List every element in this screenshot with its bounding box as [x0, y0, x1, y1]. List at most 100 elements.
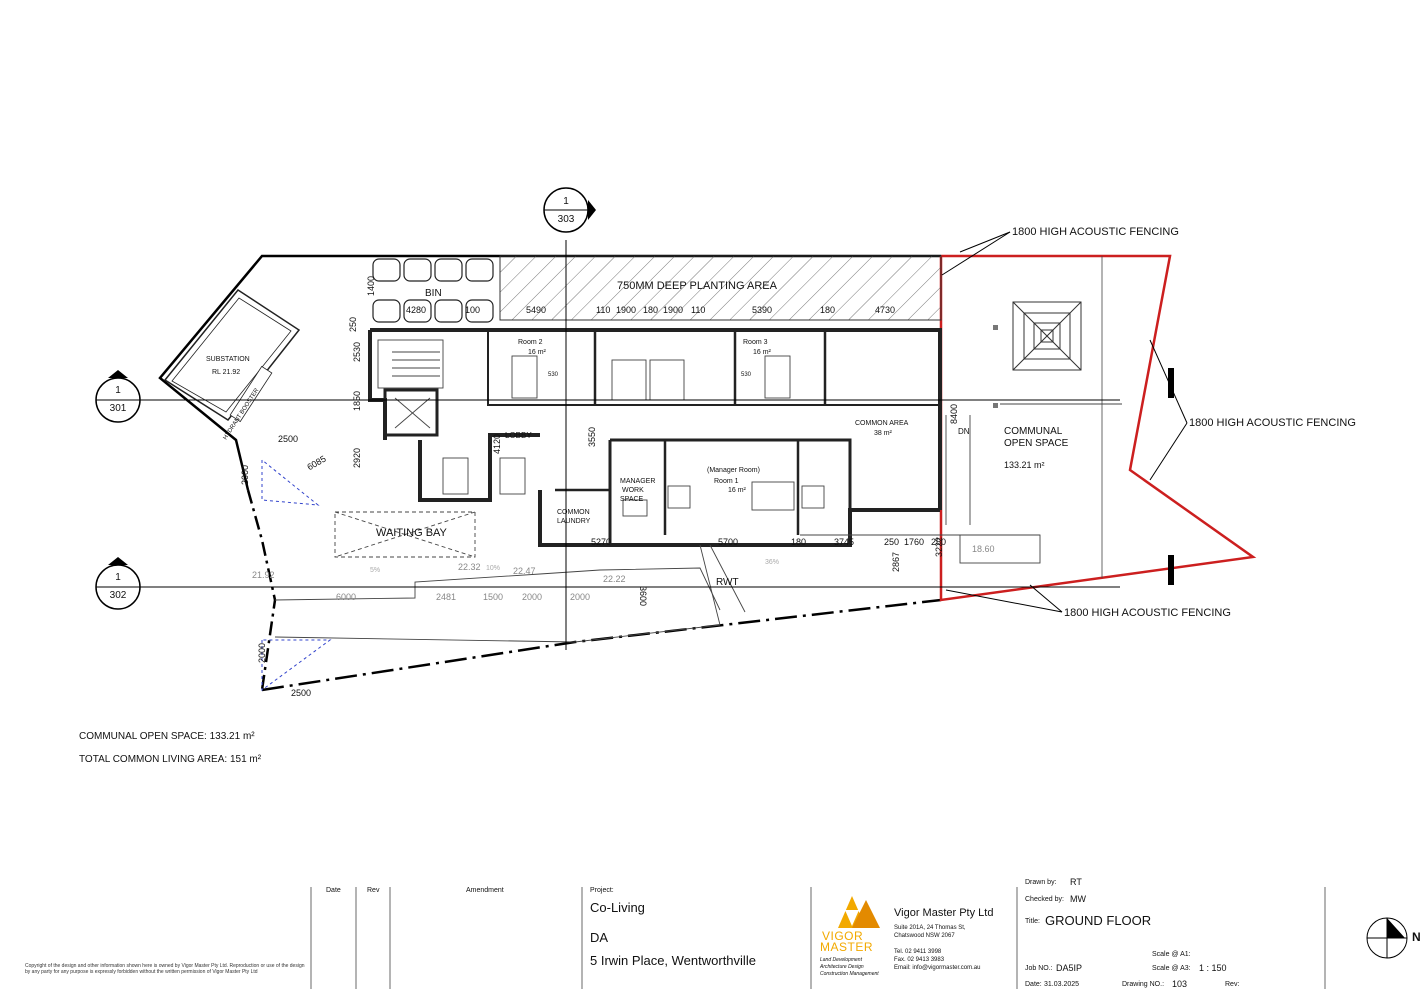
logo-sub-3: Construction Management: [820, 971, 879, 977]
manager-work-label-2: WORK: [622, 487, 644, 494]
dim-2000b: 2000: [522, 592, 542, 602]
section-marker-301[interactable]: 1 301: [95, 370, 141, 423]
checked-label: Checked by:: [1025, 896, 1064, 903]
level-2192: 21.92: [252, 570, 275, 580]
section-marker-303[interactable]: 1 303: [543, 182, 596, 238]
checked-value: MW: [1070, 894, 1086, 904]
scale-a3-label: Scale @ A3:: [1152, 965, 1191, 972]
drawing-value: 103: [1172, 979, 1188, 989]
planting-area: [499, 255, 942, 321]
dim-2920: 2920: [352, 448, 362, 468]
manager-room-label: (Manager Room): [707, 467, 760, 474]
col-amendment: Amendment: [466, 887, 504, 894]
logo-master: MASTER: [820, 940, 874, 954]
north-label: N: [1412, 930, 1421, 944]
project-address: 5 Irwin Place, Wentworthville: [590, 953, 756, 968]
dim-2000d: 2000: [257, 643, 267, 663]
dim-3550: 3550: [587, 427, 597, 447]
dim-2500b: 2500: [291, 688, 311, 698]
lobby-label: LOBBY: [505, 431, 532, 440]
rev-label: Rev:: [1225, 981, 1240, 988]
substation-label: SUBSTATION: [206, 356, 250, 363]
dim-1500: 1500: [483, 592, 503, 602]
dim-110a: 110: [596, 305, 610, 315]
dim-6000: 6000: [336, 592, 356, 602]
dim-180b: 180: [820, 305, 835, 315]
dim-5700: 5700: [718, 537, 738, 547]
job-value: DA5IP: [1056, 963, 1083, 973]
scale-a1-label: Scale @ A1:: [1152, 951, 1191, 958]
note-living-area: TOTAL COMMON LIVING AREA: 151 m²: [79, 754, 262, 765]
room2-label: Room 2: [518, 339, 543, 346]
room2-area: 16 m²: [528, 349, 547, 356]
common-area-size: 38 m²: [874, 430, 893, 437]
north-arrow: [1366, 917, 1408, 959]
room1-area: 16 m²: [728, 487, 747, 494]
dim-3745: 3745: [834, 537, 854, 547]
project-label: Project:: [590, 887, 614, 894]
section-302-num: 1: [115, 572, 121, 583]
manager-work-label-1: MANAGER: [620, 478, 655, 485]
dim-5390: 5390: [752, 305, 772, 315]
dim-2000a: 2000: [240, 465, 250, 485]
dim-2000c: 2000: [570, 592, 590, 602]
communal-label-1: COMMUNAL: [1004, 426, 1063, 437]
laundry-label-1: COMMON: [557, 509, 590, 516]
dim-1900b: 1900: [663, 305, 683, 315]
date-value: 31.03.2025: [1044, 981, 1080, 988]
dim-250: 250: [348, 317, 358, 332]
level-1860: 18.60: [972, 544, 995, 554]
dim-3600: 3600: [638, 586, 648, 606]
dim-4730: 4730: [875, 305, 895, 315]
section-302-sheet: 302: [110, 590, 127, 601]
company-tel: Tel. 02 9411 3998: [894, 949, 942, 955]
dim-2500a: 2500: [278, 434, 298, 444]
company-fax: Fax. 02 9413 3983: [894, 957, 945, 963]
dim-1400: 1400: [366, 276, 376, 296]
logo-sub-1: Land Development: [820, 957, 862, 963]
waiting-bay-label: WAITING BAY: [376, 527, 448, 539]
section-301-num: 1: [115, 385, 121, 396]
dim-180a: 180: [643, 305, 658, 315]
title-label: Title:: [1025, 918, 1040, 925]
dim-8400: 8400: [949, 404, 959, 424]
logo-vigor: VIGOR: [822, 929, 864, 943]
dim-100: 100: [465, 305, 480, 315]
communal-label-2: OPEN SPACE: [1004, 438, 1069, 449]
fence-callout-top: 1800 HIGH ACOUSTIC FENCING: [1012, 226, 1179, 238]
room3-label: Room 3: [743, 339, 768, 346]
dim-110b: 110: [691, 305, 705, 315]
fence-callout-right: 1800 HIGH ACOUSTIC FENCING: [1189, 417, 1356, 429]
manager-work-label-3: SPACE: [620, 496, 644, 503]
drawn-value: RT: [1070, 877, 1082, 887]
logo-sub-2: Architecture Design: [820, 964, 864, 970]
bin-label: BIN: [425, 288, 442, 299]
level-2222: 22.22: [603, 574, 626, 584]
title-value: GROUND FLOOR: [1045, 913, 1152, 928]
section-301-sheet: 301: [110, 403, 127, 414]
col-rev: Rev: [367, 887, 380, 894]
drawing-label: Drawing NO.:: [1122, 981, 1165, 988]
dn-label: DN: [958, 427, 970, 436]
note-open-space: COMMUNAL OPEN SPACE: 133.21 m²: [79, 731, 255, 742]
vigor-master-logo: [838, 896, 880, 928]
section-303-num: 1: [563, 196, 569, 207]
rwt-label: RWT: [716, 577, 739, 588]
project-name: Co-Living: [590, 900, 645, 915]
copyright-note: Copyright of the design and other inform…: [25, 963, 305, 975]
substation-rl: RL 21.92: [212, 369, 240, 376]
section-303-sheet: 303: [558, 214, 575, 225]
dim-5270: 5270: [591, 537, 611, 547]
dim-1760: 1760: [904, 537, 924, 547]
laundry-label-2: LAUNDRY: [557, 518, 591, 525]
company-address-1: Suite 201A, 24 Thomas St,: [894, 925, 966, 931]
grade-36: 36%: [765, 559, 779, 566]
section-marker-302[interactable]: 1 302: [95, 557, 141, 610]
planting-label: 750MM DEEP PLANTING AREA: [617, 280, 778, 292]
level-2232: 22.32: [458, 562, 481, 572]
room1-label: Room 1: [714, 478, 739, 485]
dim-2867: 2867: [891, 552, 901, 572]
company-name: Vigor Master Pty Ltd: [894, 907, 994, 919]
scale-a3-value: 1 : 150: [1199, 963, 1227, 973]
